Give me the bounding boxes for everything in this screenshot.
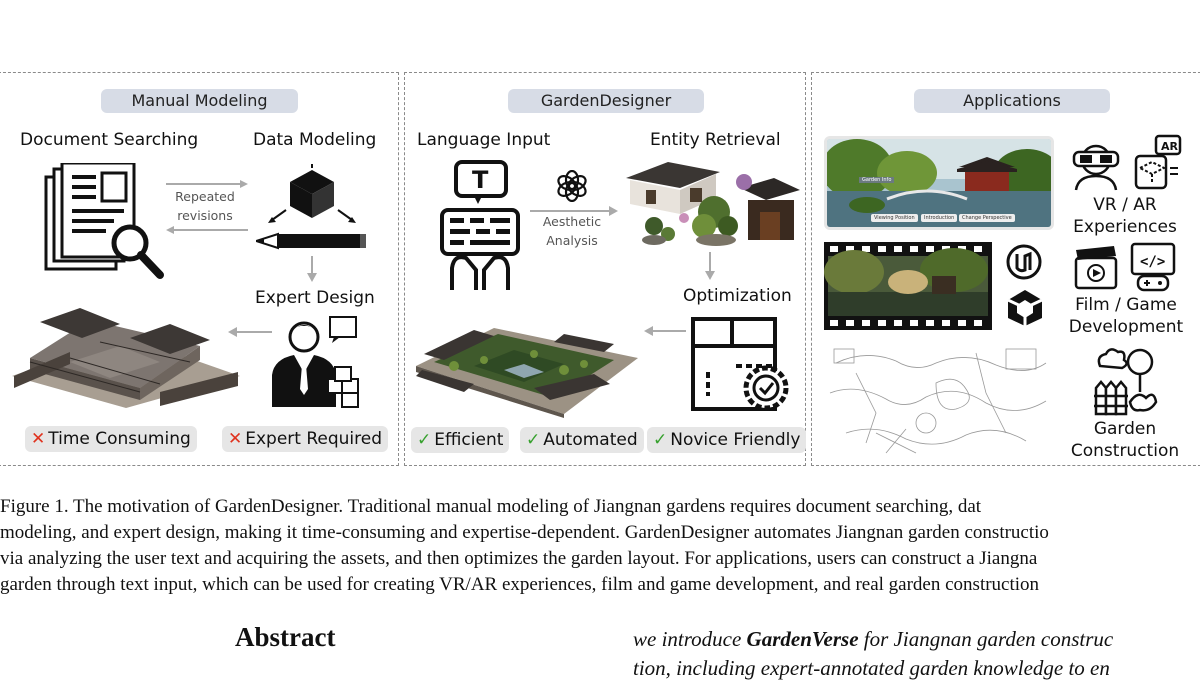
vr-ar-experiences-label: VR / AR Experiences [1073, 195, 1177, 237]
manual-modeling-title: Manual Modeling [101, 89, 298, 113]
film-strip-image [824, 242, 992, 330]
applications-panel [811, 72, 1200, 466]
repeated-revisions-label: Repeated revisions [175, 189, 235, 223]
expert-person-icon [272, 316, 359, 408]
vr-ui-button[interactable]: Change Perspective [959, 214, 1015, 222]
left-arrow-icon [644, 326, 686, 336]
language-input-label: Language Input [417, 130, 551, 150]
automated-badge: ✓Automated [520, 427, 644, 453]
manual-garden-building-render [12, 308, 240, 408]
svg-text:</>: </> [1140, 254, 1165, 270]
right-arrow-icon [530, 206, 618, 216]
svg-text:AR: AR [1161, 140, 1179, 153]
applications-title: Applications [914, 89, 1110, 113]
aesthetic-analysis-label: Aesthetic Analysis [542, 214, 602, 248]
figure-caption-line: Figure 1. The motivation of GardenDesign… [0, 496, 982, 517]
document-search-icon [44, 163, 164, 279]
right-column-line-2: tion, including expert-annotated garden … [633, 656, 1110, 680]
vr-info-tag: Garden Info [859, 177, 895, 183]
manual-modeling-panel [0, 72, 399, 466]
retrieved-assets-render [626, 162, 800, 246]
optimization-label: Optimization [683, 286, 792, 306]
vr-headset-icon [1072, 144, 1120, 191]
language-input-icon: T [440, 160, 520, 290]
pencil-icon [256, 232, 366, 250]
cube-modeling-icon [268, 164, 356, 223]
right-column-line-1: we introduce GardenVerse for Jiangnan ga… [633, 627, 1114, 651]
clapperboard-icon [1074, 246, 1118, 290]
time-consuming-badge: ✕Time Consuming [25, 426, 197, 452]
check-icon: ✓ [417, 430, 432, 450]
layout-optimization-icon [691, 317, 789, 411]
figure-caption-line: modeling, and expert design, making it t… [0, 522, 1049, 543]
ai-model-icon [557, 170, 587, 202]
entity-retrieval-label: Entity Retrieval [650, 130, 781, 150]
expert-required-badge: ✕Expert Required [222, 426, 389, 452]
vr-ui-button[interactable]: Introduction [921, 214, 958, 222]
vr-garden-screenshot: Garden Info Viewing Position Introductio… [824, 136, 1054, 230]
unreal-engine-icon [1006, 244, 1042, 280]
film-game-development-label: Film / Game Development [1068, 295, 1184, 337]
cross-icon: ✕ [228, 429, 243, 449]
gardendesigner-panel [404, 72, 806, 466]
down-arrow-icon [307, 256, 317, 282]
check-icon: ✓ [653, 430, 668, 450]
left-arrow-icon [228, 327, 272, 337]
ar-device-icon: AR [1134, 134, 1182, 190]
figure-caption-line: via analyzing the user text and acquirin… [0, 548, 1038, 569]
unity-icon [1007, 290, 1043, 326]
abstract-heading: Abstract [235, 622, 336, 652]
svg-text:T: T [472, 166, 489, 194]
garden-construction-icon [1094, 348, 1158, 416]
document-searching-label: Document Searching [20, 130, 199, 150]
garden-plan-drawing [826, 343, 1050, 455]
cross-icon: ✕ [31, 429, 46, 449]
novice-friendly-badge: ✓Novice Friendly [647, 427, 807, 453]
vr-ui-button[interactable]: Viewing Position [871, 214, 918, 222]
code-game-icon: </> [1130, 242, 1176, 292]
repeated-revisions-arrows [166, 180, 248, 234]
figure-caption-line: garden through text input, which can be … [0, 574, 1040, 595]
garden-construction-label: Garden Construction [1070, 419, 1180, 461]
gardendesigner-title: GardenDesigner [508, 89, 704, 113]
expert-design-label: Expert Design [255, 288, 375, 308]
gardenverse-name: GardenVerse [746, 627, 859, 651]
check-icon: ✓ [526, 430, 541, 450]
generated-garden-render [416, 328, 638, 418]
down-arrow-icon [705, 252, 715, 280]
data-modeling-label: Data Modeling [253, 130, 377, 150]
efficient-badge: ✓Efficient [411, 427, 510, 453]
